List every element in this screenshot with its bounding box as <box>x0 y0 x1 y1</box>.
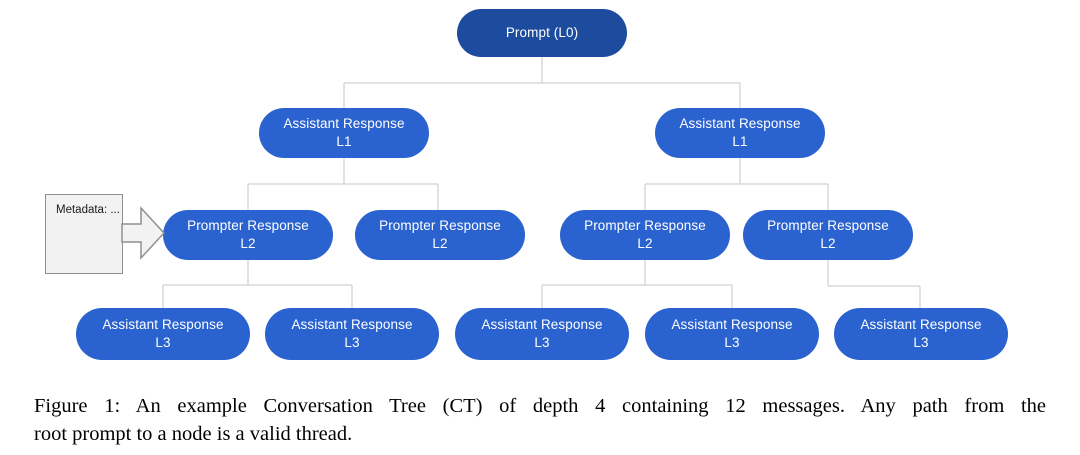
node-label: Assistant Response <box>679 116 801 131</box>
node-level: L2 <box>637 236 653 251</box>
node-level: L2 <box>820 236 836 251</box>
tree-node-assistant-l1-right: Assistant Response L1 <box>655 108 825 158</box>
node-label: Assistant Response <box>291 317 413 332</box>
tree-node-prompter-l2-4: Prompter Response L2 <box>743 210 913 260</box>
node-label: Prompter Response <box>187 218 309 233</box>
tree-node-assistant-l3-1: Assistant Response L3 <box>76 308 250 360</box>
metadata-ellipsis: ... <box>110 204 120 216</box>
tree-node-prompt-l0: Prompt (L0) <box>457 9 627 57</box>
node-level: L3 <box>724 335 740 350</box>
node-label: Assistant Response <box>102 317 224 332</box>
node-label: Assistant Response <box>481 317 603 332</box>
node-label: Prompt (L0) <box>505 25 579 40</box>
metadata-callout-box: Metadata: ... <box>45 194 123 274</box>
tree-node-prompter-l2-1: Prompter Response L2 <box>163 210 333 260</box>
node-label: Assistant Response <box>860 317 982 332</box>
node-level: L2 <box>240 236 256 251</box>
tree-node-assistant-l3-5: Assistant Response L3 <box>834 308 1008 360</box>
tree-node-prompter-l2-3: Prompter Response L2 <box>560 210 730 260</box>
figure-caption-line1: Figure 1: An example Conversation Tree (… <box>34 395 1046 417</box>
metadata-arrow-icon <box>121 206 166 260</box>
node-label: Assistant Response <box>671 317 793 332</box>
metadata-title: Metadata: <box>56 204 108 216</box>
tree-node-assistant-l3-3: Assistant Response L3 <box>455 308 629 360</box>
node-level: L2 <box>432 236 448 251</box>
node-label: Prompter Response <box>379 218 501 233</box>
node-level: L1 <box>336 134 352 149</box>
node-level: L1 <box>732 134 748 149</box>
node-label: Prompter Response <box>584 218 706 233</box>
node-level: L3 <box>913 335 929 350</box>
tree-node-assistant-l3-2: Assistant Response L3 <box>265 308 439 360</box>
figure-caption: Figure 1: An example Conversation Tree (… <box>34 392 1046 448</box>
node-label: Prompter Response <box>767 218 889 233</box>
tree-node-prompter-l2-2: Prompter Response L2 <box>355 210 525 260</box>
node-level: L3 <box>534 335 550 350</box>
node-label: Assistant Response <box>283 116 405 131</box>
node-level: L3 <box>155 335 171 350</box>
tree-node-assistant-l3-4: Assistant Response L3 <box>645 308 819 360</box>
node-level: L3 <box>344 335 360 350</box>
tree-node-assistant-l1-left: Assistant Response L1 <box>259 108 429 158</box>
figure-caption-line2: root prompt to a node is a valid thread. <box>34 423 353 445</box>
